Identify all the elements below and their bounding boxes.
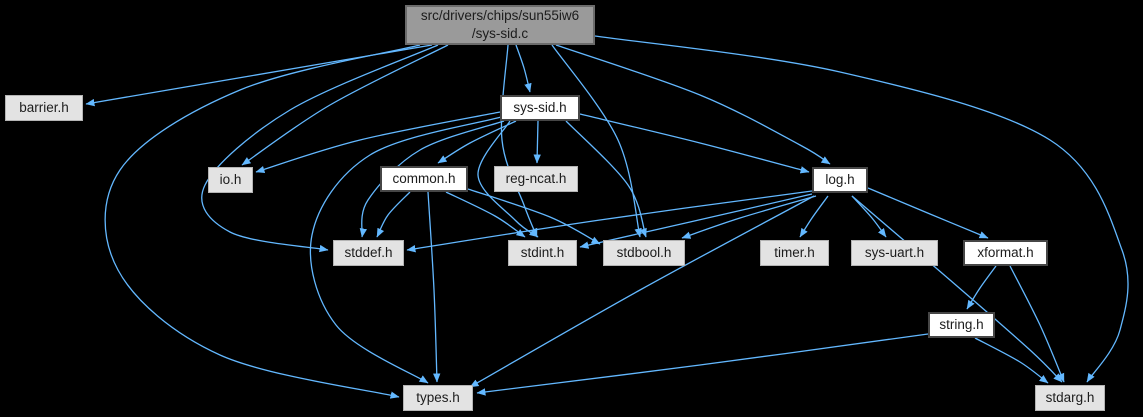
edge-log-h-to-stdarg-h — [851, 195, 1063, 383]
edge-sys-sid-c-to-stdbool-h — [551, 44, 642, 238]
edge-sys-sid-h-to-reg-ncat-h — [533, 120, 541, 164]
edge-log-h-to-sys-uart-h — [851, 195, 887, 238]
edge-xformat-h-to-stdarg-h — [1009, 265, 1065, 383]
edge-string-h-to-types-h — [476, 333, 929, 396]
node-timer-h: timer.h — [760, 240, 829, 266]
edge-common-h-to-types-h — [427, 191, 441, 383]
node-string-h[interactable]: string.h — [928, 312, 995, 338]
node-stdbool-h: stdbool.h — [603, 240, 685, 266]
edge-sys-sid-c-to-types-h — [104, 44, 421, 399]
edge-sys-sid-h-to-stdbool-h — [565, 120, 647, 238]
edge-sys-sid-c-to-stdarg-h — [594, 35, 1129, 383]
edge-log-h-to-stddef-h — [406, 190, 813, 253]
node-io-h: io.h — [208, 167, 253, 193]
node-types-h: types.h — [403, 385, 473, 411]
node-reg-ncat-h: reg-ncat.h — [494, 166, 578, 192]
edge-sys-sid-c-to-sys-sid-h — [515, 44, 532, 93]
node-log-h[interactable]: log.h — [812, 167, 868, 193]
node-sys-sid-c: src/drivers/chips/sun55iw6 /sys-sid.c — [405, 5, 595, 45]
edge-common-h-to-stdint-h — [445, 191, 526, 238]
edge-log-h-to-timer-h — [799, 195, 829, 238]
edge-common-h-to-stddef-h — [376, 191, 411, 238]
edge-sys-sid-h-to-common-h — [437, 120, 517, 164]
edge-sys-sid-h-to-types-h — [309, 116, 502, 384]
edge-sys-sid-c-to-stddef-h — [201, 44, 439, 253]
edge-xformat-h-to-string-h — [966, 265, 997, 310]
edge-log-h-to-stdbool-h — [681, 195, 817, 239]
node-stdint-h: stdint.h — [508, 240, 577, 266]
node-barrier-h: barrier.h — [5, 95, 83, 121]
edge-sys-sid-h-to-io-h — [255, 111, 501, 174]
node-sys-uart-h: sys-uart.h — [851, 240, 938, 266]
edge-log-h-to-xformat-h — [867, 187, 989, 239]
edge-sys-sid-c-to-stdint-h — [500, 44, 538, 238]
edge-sys-sid-c-to-io-h — [241, 44, 449, 166]
edge-sys-sid-h-to-log-h — [579, 113, 810, 174]
edge-sys-sid-c-to-log-h — [555, 44, 831, 165]
edge-string-h-to-stdarg-h — [974, 337, 1049, 384]
node-stddef-h: stddef.h — [333, 240, 404, 266]
node-sys-sid-h[interactable]: sys-sid.h — [500, 95, 580, 121]
node-common-h[interactable]: common.h — [380, 166, 468, 192]
edge-log-h-to-types-h — [469, 195, 815, 388]
node-stdarg-h: stdarg.h — [1035, 385, 1105, 411]
edge-common-h-to-stdbool-h — [467, 188, 601, 245]
node-xformat-h[interactable]: xformat.h — [963, 240, 1048, 266]
edge-sys-sid-c-to-barrier-h — [85, 44, 433, 107]
